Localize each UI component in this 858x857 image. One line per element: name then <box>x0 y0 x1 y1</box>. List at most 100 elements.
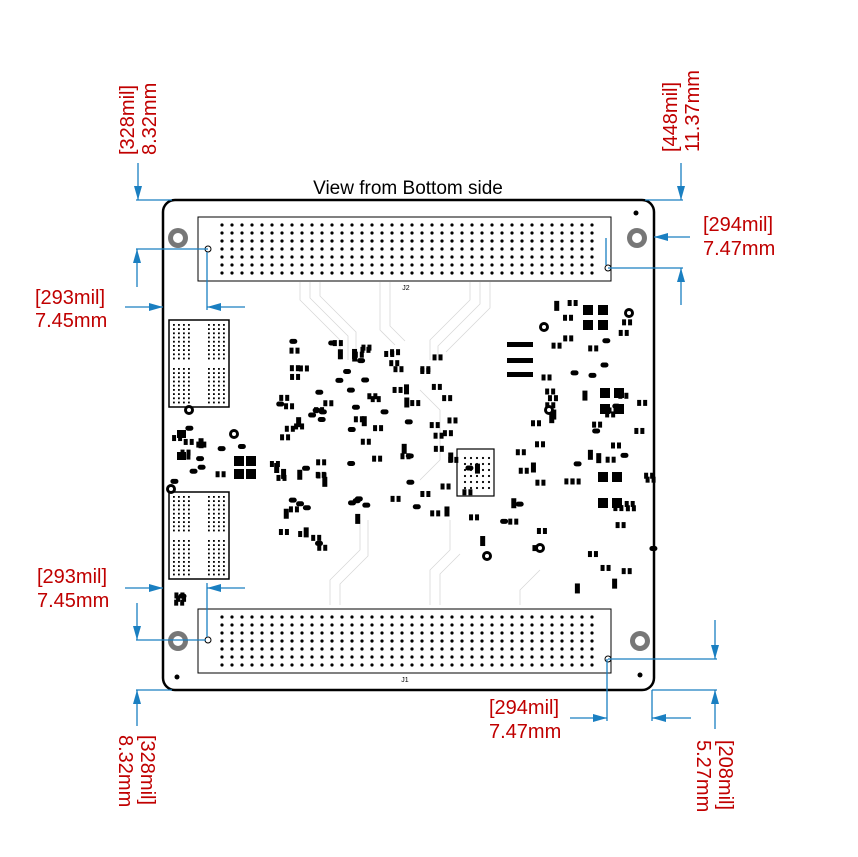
connector-pin <box>480 239 484 243</box>
bga-chip-upper <box>168 319 230 408</box>
smd-pad <box>276 474 281 481</box>
connector-pin <box>510 639 514 643</box>
smd-pad <box>644 472 649 479</box>
smd-pad <box>384 350 389 357</box>
connector-pin <box>410 255 414 259</box>
connector-pin <box>510 239 514 243</box>
smd-capacitor <box>357 358 366 364</box>
bga-ball <box>213 504 215 507</box>
smd-pad <box>435 422 440 429</box>
smd-pad <box>379 425 384 432</box>
fiducial-bottom-right <box>637 672 643 678</box>
smd-capacitor <box>196 456 205 462</box>
connector-pin <box>290 239 294 243</box>
smd-pad <box>279 394 284 401</box>
connector-pin <box>460 647 464 651</box>
smd-pad <box>289 365 294 372</box>
test-point-center <box>232 432 236 436</box>
smd-pad <box>304 365 309 372</box>
connector-pin <box>310 255 314 259</box>
smd-pad <box>278 529 283 536</box>
connector-pin <box>540 623 544 627</box>
connector-pin <box>310 623 314 627</box>
connector-pin <box>450 647 454 651</box>
smd-pad <box>600 564 605 571</box>
connector-pin <box>250 271 254 275</box>
mounting-hole-top-left <box>168 228 188 248</box>
dimension-left-lower-mil: [293mil] <box>37 566 107 588</box>
connector-pin <box>470 631 474 635</box>
connector-pin <box>520 647 524 651</box>
connector-pin <box>230 639 234 643</box>
connector-pin <box>460 271 464 275</box>
connector-pin <box>270 663 274 667</box>
smd-pad <box>551 342 556 349</box>
connector-pin <box>350 623 354 627</box>
smd-resistor <box>511 498 517 509</box>
bga-ball <box>223 569 225 572</box>
smd-pad <box>439 432 444 439</box>
bga-ball <box>223 521 225 523</box>
smd-resistor <box>587 449 593 460</box>
connector-pin <box>280 223 284 227</box>
connector-pin <box>270 247 274 251</box>
smd-pad <box>611 456 616 463</box>
connector-pin <box>330 231 334 235</box>
bga-ball <box>188 508 190 511</box>
bga-ball <box>183 500 185 502</box>
smd-pad <box>284 403 289 410</box>
bga-ball <box>223 544 225 546</box>
connector-pin <box>330 623 334 627</box>
connector-pin <box>590 639 594 643</box>
connector-pin <box>540 655 544 659</box>
bga-ball <box>223 504 225 507</box>
connector-pin <box>440 239 444 243</box>
smd-pad <box>573 300 578 307</box>
connector-pin <box>230 255 234 259</box>
connector-pin <box>300 663 304 667</box>
smd-pad <box>186 453 191 460</box>
bga-ball <box>208 324 210 326</box>
smd-pad <box>627 568 632 575</box>
smd-resistor <box>530 462 536 473</box>
connector-pin <box>270 231 274 235</box>
bga-ball <box>208 328 210 330</box>
connector-pin <box>220 631 224 635</box>
connector-pin <box>280 623 284 627</box>
connector-pin <box>320 663 324 667</box>
connector-pin <box>510 247 514 251</box>
bga-ball <box>487 468 491 472</box>
connector-pin <box>330 615 334 619</box>
bga-ball <box>218 345 220 347</box>
connector-pin <box>530 231 534 235</box>
smd-pad <box>290 373 295 380</box>
connector-pin <box>280 655 284 659</box>
power-component <box>612 472 622 482</box>
connector-pin <box>550 271 554 275</box>
power-component <box>598 305 608 315</box>
bga-ball <box>208 397 210 400</box>
smd-pad <box>433 445 438 452</box>
bga-ball <box>223 349 225 351</box>
smd-pad <box>625 505 630 512</box>
connector-pin <box>580 623 584 627</box>
bga-ball <box>223 376 225 379</box>
connector-pin <box>570 239 574 243</box>
bga-ball <box>188 397 190 400</box>
bga-ball <box>213 397 215 400</box>
smd-pad <box>376 396 381 403</box>
bga-ball <box>223 380 225 383</box>
smd-pad <box>390 350 395 357</box>
smd-resistor <box>296 417 302 428</box>
smd-pad <box>196 441 201 448</box>
smd-pad <box>294 423 299 430</box>
bga-ball <box>469 480 473 484</box>
bga-ball <box>213 517 215 519</box>
connector-pin <box>450 231 454 235</box>
smd-pad <box>563 314 568 321</box>
connector-pin <box>440 615 444 619</box>
connector-pin <box>250 663 254 667</box>
smd-pad <box>366 438 371 445</box>
connector-pin <box>320 655 324 659</box>
board-outline <box>161 198 656 692</box>
